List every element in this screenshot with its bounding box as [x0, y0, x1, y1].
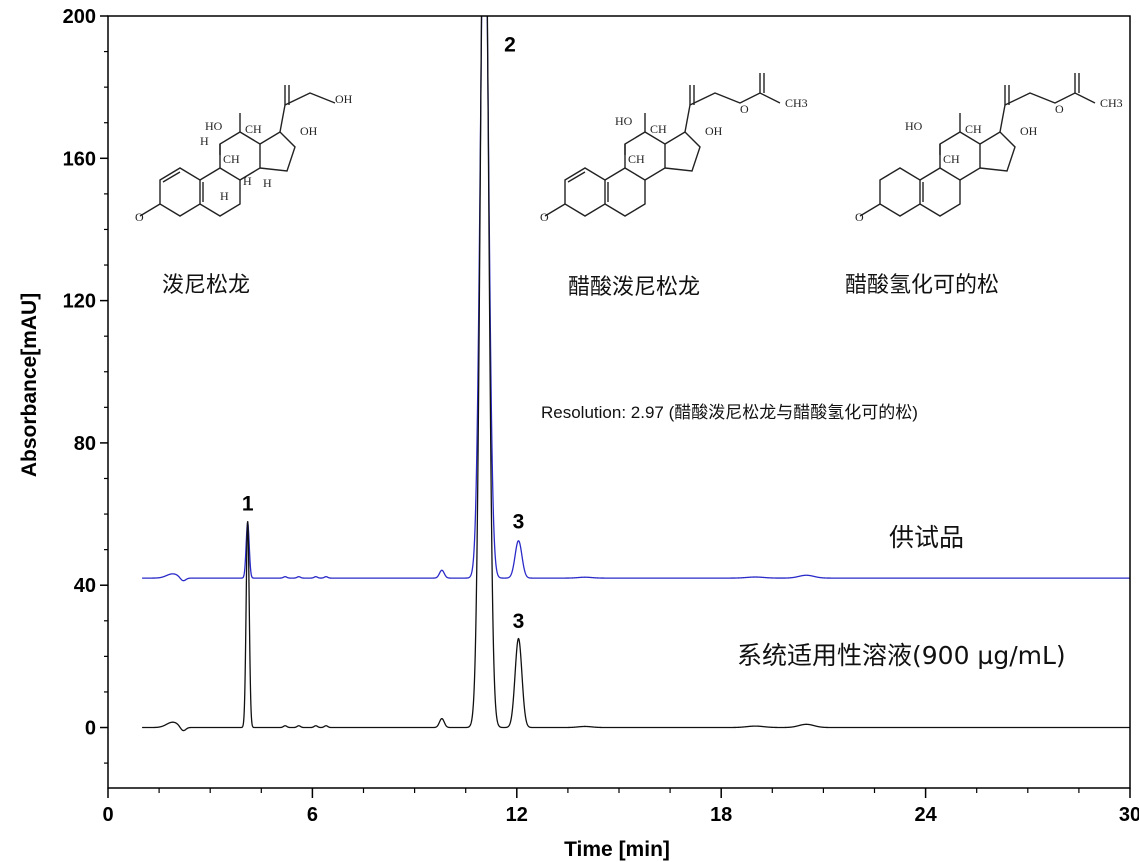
sample-trace-label: 供试品 [889, 523, 964, 552]
x-tick-label-6: 6 [307, 804, 318, 826]
chem-ch3-2: CH [223, 152, 240, 166]
chem-ch3-2: CH [628, 152, 645, 166]
chem-ch3-1: CH [245, 122, 262, 136]
resolution-annotation: Resolution: 2.97 (醋酸泼尼松龙与醋酸氢化可的松) [541, 403, 918, 422]
chem-o-1: O [540, 210, 549, 224]
chem-ch3-1: CH [650, 122, 667, 136]
chem-h-1: H [200, 134, 209, 148]
chem-ch3-end: CH3 [1100, 96, 1123, 110]
y-tick-label-80: 80 [74, 433, 96, 455]
chem-oh: OH [705, 124, 723, 138]
series-line-system [142, 16, 1130, 732]
peak-label-2: 3 [513, 510, 525, 533]
series-line-sample [142, 16, 1130, 582]
hydrocortisone-acetate-label: 醋酸氢化可的松 [845, 273, 999, 298]
chem-o-1: O [855, 210, 864, 224]
x-tick-label-30: 30 [1119, 804, 1139, 826]
peak-label-3: 3 [513, 610, 525, 633]
y-tick-label-160: 160 [63, 148, 96, 170]
system-trace-label: 系统适用性溶液(900 µg/mL) [737, 641, 1066, 670]
chem-h-4: H [220, 189, 229, 203]
chem-ho: HO [905, 119, 923, 133]
peak-label-1: 2 [504, 34, 516, 57]
y-axis-title: Absorbance[mAU] [18, 293, 41, 477]
chem-ch3-2: CH [943, 152, 960, 166]
x-tick-label-24: 24 [914, 804, 937, 826]
hydrocortisone-acetate-structure: OH CH3 O HO CH CH O [855, 73, 1123, 224]
chem-ch3-end: CH3 [785, 96, 808, 110]
labels: 1 2 3 3 [242, 34, 525, 633]
x-axis-title: Time [min] [564, 838, 670, 861]
chem-oh-1: OH [335, 92, 353, 106]
chem-h-2: H [243, 174, 252, 188]
chem-oh-2: OH [300, 124, 318, 138]
plot-area [142, 16, 1130, 732]
chem-o-1: O [135, 210, 144, 224]
x-tick-label-12: 12 [506, 804, 528, 826]
peak-label-0: 1 [242, 493, 254, 516]
prednisolone-acetate-structure: OH CH3 O HO CH CH O [540, 73, 808, 224]
chem-h-3: H [263, 176, 272, 190]
x-tick-label-0: 0 [102, 804, 113, 826]
prednisolone-label: 泼尼松龙 [162, 273, 250, 298]
prednisolone-structure: OH OH HO H CH CH H H H O [135, 85, 353, 224]
y-tick-label-120: 120 [63, 291, 96, 313]
chem-ho: HO [615, 114, 633, 128]
chem-o-ester: O [1055, 102, 1064, 116]
chem-o-ester: O [740, 102, 749, 116]
y-tick-label-200: 200 [63, 6, 96, 28]
chem-ch3-1: CH [965, 122, 982, 136]
x-tick-label-18: 18 [710, 804, 732, 826]
prednisolone-acetate-label: 醋酸泼尼松龙 [568, 275, 700, 300]
y-tick-label-0: 0 [85, 718, 96, 740]
y-tick-label-40: 40 [74, 575, 96, 597]
chem-oh: OH [1020, 124, 1038, 138]
chem-ho: HO [205, 119, 223, 133]
